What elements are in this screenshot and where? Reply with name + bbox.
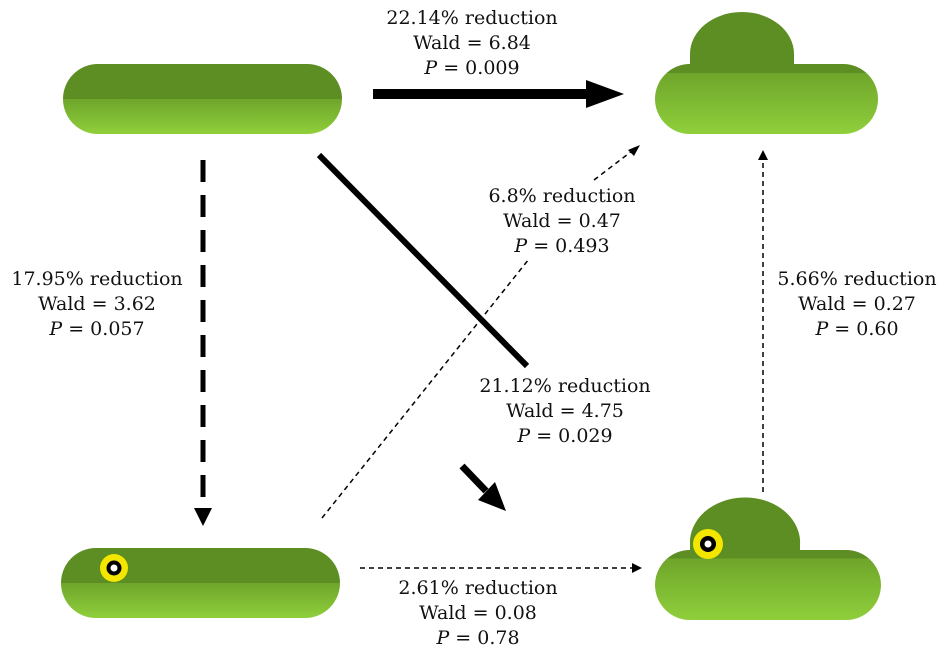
p-symbol: P xyxy=(435,627,450,649)
arrow-bottom xyxy=(360,563,642,573)
reduction-label: 17.95% reduction xyxy=(11,268,182,290)
p-value: = 0.60 xyxy=(828,318,898,340)
p-symbol: P xyxy=(48,318,63,340)
p-value-label: P = 0.493 xyxy=(513,235,609,257)
arrow-right xyxy=(758,150,768,492)
p-symbol: P xyxy=(516,425,531,447)
label-top: 22.14% reduction Wald = 6.84 P = 0.009 xyxy=(386,7,557,79)
p-symbol: P xyxy=(513,235,528,257)
p-value: = 0.78 xyxy=(449,627,519,649)
p-symbol: P xyxy=(814,318,829,340)
reduction-label: 6.8% reduction xyxy=(488,185,635,207)
p-value-label: P = 0.009 xyxy=(423,57,519,79)
p-value-label: P = 0.60 xyxy=(814,318,898,340)
label-diagonal-up: 6.8% reduction Wald = 0.47 P = 0.493 xyxy=(488,185,635,257)
wald-label: Wald = 6.84 xyxy=(413,32,531,54)
node-bottom-left xyxy=(61,548,340,618)
arrow-left xyxy=(194,160,212,526)
reduction-label: 22.14% reduction xyxy=(386,7,557,29)
reduction-label: 21.12% reduction xyxy=(479,375,650,397)
p-value: = 0.057 xyxy=(62,318,144,340)
p-value: = 0.493 xyxy=(527,235,609,257)
reduction-label: 2.61% reduction xyxy=(398,577,557,599)
arrow-diagonal-down xyxy=(316,152,530,369)
p-value-label: P = 0.029 xyxy=(516,425,612,447)
label-diagonal-down: 21.12% reduction Wald = 4.75 P = 0.029 xyxy=(479,375,650,447)
wald-label: Wald = 0.08 xyxy=(419,602,537,624)
wald-label: Wald = 4.75 xyxy=(506,400,624,422)
wald-label: Wald = 3.62 xyxy=(38,293,156,315)
label-bottom: 2.61% reduction Wald = 0.08 P = 0.78 xyxy=(398,577,557,649)
wald-label: Wald = 0.27 xyxy=(798,293,916,315)
p-symbol: P xyxy=(423,57,438,79)
eye-icon xyxy=(100,554,128,582)
eye-icon xyxy=(693,529,723,559)
wald-label: Wald = 0.47 xyxy=(503,210,621,232)
arrow-diagonal-down-visible xyxy=(459,463,506,511)
p-value-label: P = 0.057 xyxy=(48,318,144,340)
p-value: = 0.029 xyxy=(530,425,612,447)
node-bottom-right xyxy=(655,497,881,620)
label-left: 17.95% reduction Wald = 3.62 P = 0.057 xyxy=(11,268,182,340)
p-value: = 0.009 xyxy=(437,57,519,79)
node-top-left xyxy=(63,64,342,134)
p-value-label: P = 0.78 xyxy=(435,627,519,649)
arrow-diagonal-up xyxy=(321,145,640,519)
reduction-label: 5.66% reduction xyxy=(777,268,936,290)
label-right: 5.66% reduction Wald = 0.27 P = 0.60 xyxy=(777,268,936,340)
node-top-right xyxy=(655,12,878,134)
arrow-top xyxy=(373,80,624,108)
